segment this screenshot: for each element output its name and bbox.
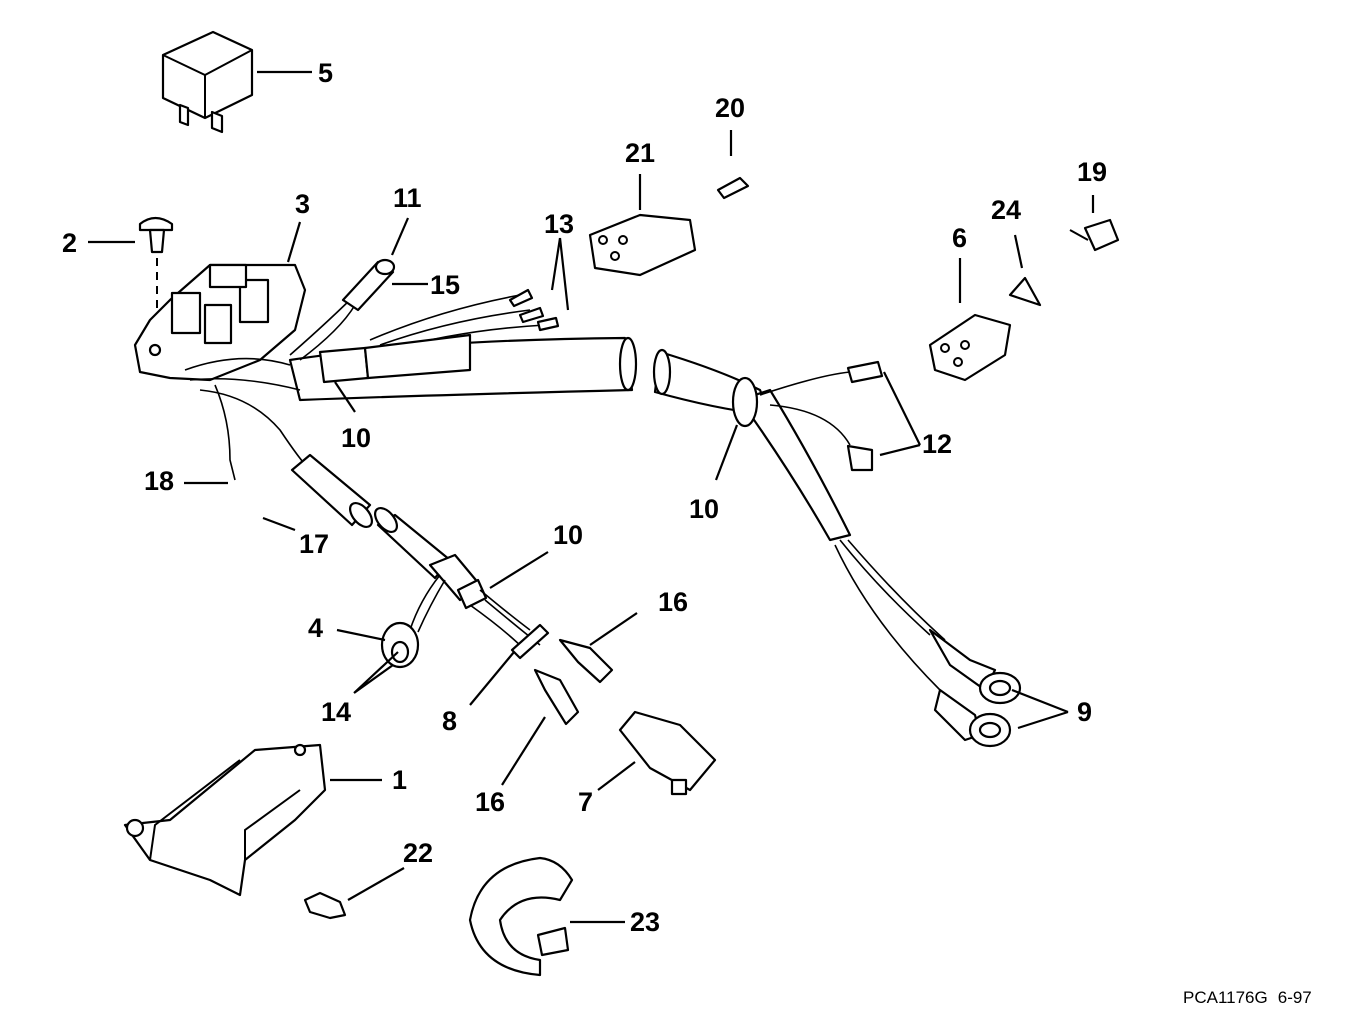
- callout-14: 14: [321, 697, 351, 727]
- callout-5: 5: [318, 58, 333, 88]
- screw-part-2: [138, 216, 174, 320]
- terminal-block-part-3: [133, 263, 307, 382]
- figure-date: 6-97: [1277, 988, 1312, 1007]
- callout-10-lower: 10: [553, 520, 583, 550]
- bracket-part-1: [123, 743, 327, 897]
- callout-24: 24: [991, 195, 1021, 225]
- harness-main-right: [652, 348, 946, 691]
- callout-18: 18: [144, 466, 174, 496]
- callout-20: 20: [715, 93, 745, 123]
- callout-10-top: 10: [341, 423, 371, 453]
- callout-10-right: 10: [689, 494, 719, 524]
- tie-strap-part-23: [468, 856, 574, 977]
- callout-8: 8: [442, 706, 457, 736]
- callout-21: 21: [625, 138, 655, 168]
- callout-13: 13: [544, 209, 574, 239]
- callout-1: 1: [392, 765, 407, 795]
- bullet-connector-part-11: [341, 258, 396, 312]
- connector-part-21: [588, 213, 697, 277]
- leader-lines: [88, 70, 1095, 924]
- callout-19: 19: [1077, 157, 1107, 187]
- harness-lower-branch: [290, 453, 541, 651]
- fitting-part-19: [1069, 218, 1120, 252]
- callout-15: 15: [430, 270, 460, 300]
- harness-clamp-left: [318, 333, 472, 384]
- grommet-part-4: [380, 574, 446, 669]
- callout-7: 7: [578, 787, 593, 817]
- connector-part-6: [928, 313, 1012, 382]
- figure-caption: PCA1176G 6-97: [1183, 988, 1312, 1008]
- connectors-part-12: [846, 360, 884, 472]
- relay-part-5: [161, 30, 254, 134]
- screw-part-22: [303, 891, 347, 920]
- terminals-part-13: [508, 288, 560, 332]
- ring-terminals-part-9: [928, 628, 1022, 748]
- callout-16-lower: 16: [475, 787, 505, 817]
- callout-3: 3: [295, 189, 310, 219]
- callout-17: 17: [299, 529, 329, 559]
- callout-6: 6: [952, 223, 967, 253]
- callout-4: 4: [308, 613, 323, 643]
- callout-22: 22: [403, 838, 433, 868]
- callout-12: 12: [922, 429, 952, 459]
- figure-code: PCA1176G: [1183, 988, 1268, 1007]
- callout-23: 23: [630, 907, 660, 937]
- callout-2: 2: [62, 228, 77, 258]
- connector-part-7: [618, 710, 717, 796]
- pin-part-20: [716, 176, 750, 200]
- callout-9: 9: [1077, 697, 1092, 727]
- callout-16-right: 16: [658, 587, 688, 617]
- callout-11: 11: [393, 183, 422, 213]
- connectors-part-16: [510, 623, 614, 726]
- seal-part-24: [1008, 276, 1042, 307]
